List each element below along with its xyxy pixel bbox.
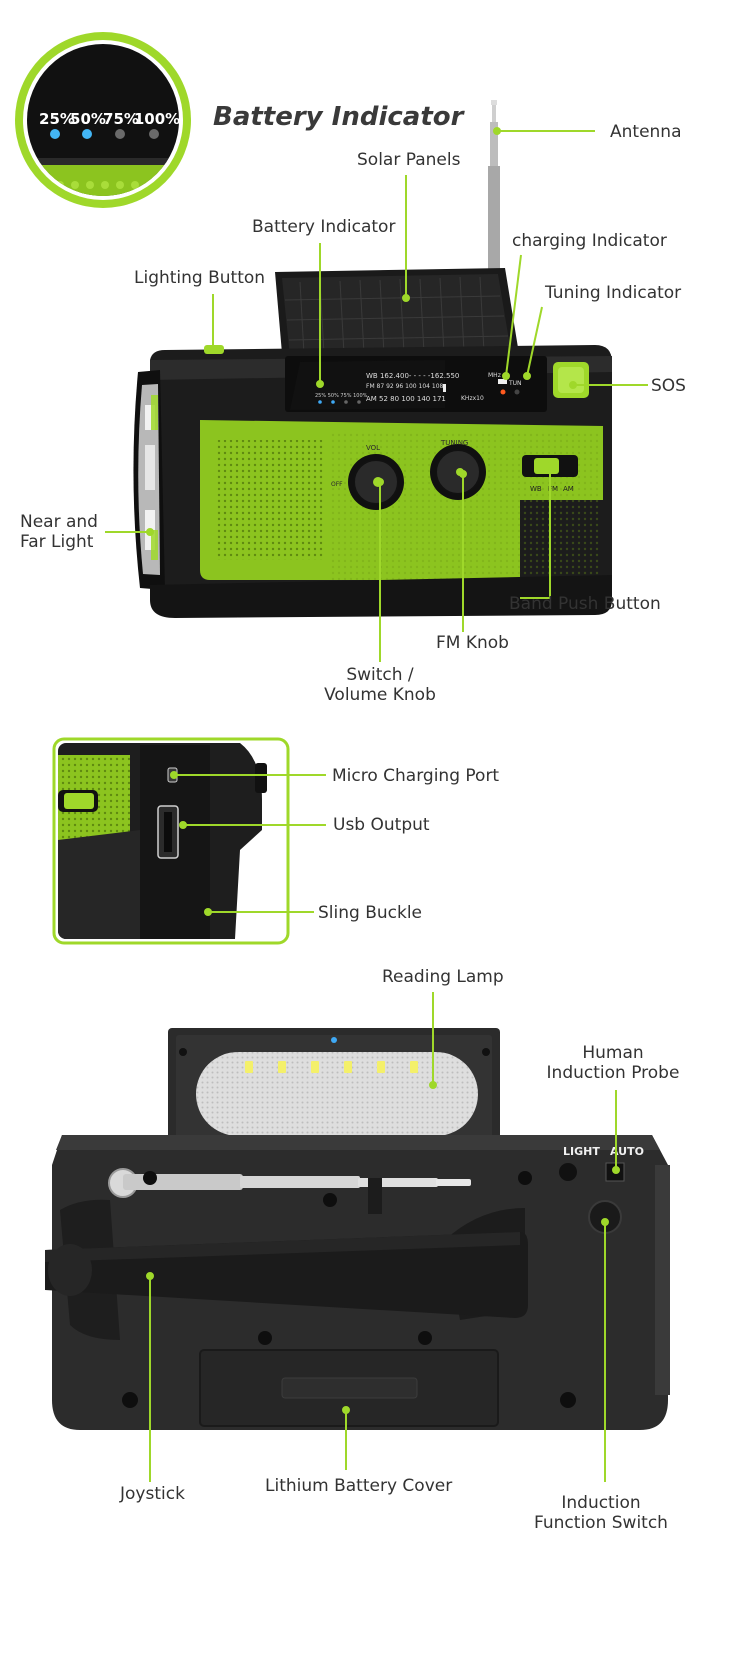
battery-led-3 <box>115 129 125 139</box>
sos-button[interactable] <box>553 362 589 398</box>
label-reading-lamp: Reading Lamp <box>382 967 504 987</box>
battery-indicator-inset: 25% 50% 75% 100% <box>15 32 191 208</box>
antenna <box>488 100 500 276</box>
status-indicators: TUN <box>498 379 522 395</box>
svg-text:TUNING: TUNING <box>440 439 468 447</box>
label-near-far-light-2: Far Light <box>20 532 94 552</box>
side-leader-lines <box>170 771 326 913</box>
lithium-battery-cover <box>199 1349 499 1427</box>
label-battery-indicator: Battery Indicator <box>252 217 396 237</box>
svg-text:WB 162.400- - - - -162.550: WB 162.400- - - - -162.550 <box>366 372 459 380</box>
svg-text:VOL: VOL <box>366 444 380 452</box>
label-charging-indicator: charging Indicator <box>512 231 667 251</box>
svg-text:AM 52 80 100 140 171: AM 52 80 100 140 171 <box>366 395 446 403</box>
battery-led-4 <box>149 129 159 139</box>
svg-text:25% 50% 75% 100%: 25% 50% 75% 100% <box>315 393 368 399</box>
speaker-grille <box>215 440 325 560</box>
near-far-light <box>133 370 165 590</box>
top-leader-lines <box>105 127 648 662</box>
label-lighting-button: Lighting Button <box>134 268 266 288</box>
svg-text:FM: FM <box>548 485 558 493</box>
label-tuning-indicator: Tuning Indicator <box>545 283 682 303</box>
label-switch-volume-2: Volume Knob <box>324 685 436 705</box>
svg-text:OFF: OFF <box>331 481 343 488</box>
battery-indicator-title: Battery Indicator <box>213 102 464 132</box>
label-sos: SOS <box>651 376 686 396</box>
battery-led-row <box>50 129 159 139</box>
svg-text:MHz: MHz <box>488 372 501 379</box>
svg-text:KHzx10: KHzx10 <box>461 395 484 402</box>
battery-led-2 <box>82 129 92 139</box>
label-fm-knob: FM Knob <box>436 633 509 653</box>
label-antenna: Antenna <box>610 122 682 142</box>
svg-text:WB: WB <box>530 485 542 493</box>
label-solar-panels: Solar Panels <box>357 150 461 170</box>
battery-level-25: 25% <box>39 110 75 128</box>
label-near-far-light-1: Near and <box>20 512 98 532</box>
label-micro-charging-port: Micro Charging Port <box>332 766 500 786</box>
tuning-dial: WB 162.400- - - - -162.550 MHz FM 87 92 … <box>290 360 501 410</box>
svg-text:FM 87 92 96 100 104 108: FM 87 92 96 100 104 108 <box>366 383 444 390</box>
battery-level-50: 50% <box>70 110 106 128</box>
back-screws <box>122 1171 576 1408</box>
radio-front-view: WB 162.400- - - - -162.550 MHz FM 87 92 … <box>133 100 612 618</box>
label-usb-output: Usb Output <box>333 815 430 835</box>
label-sling-buckle: Sling Buckle <box>318 903 423 923</box>
light-label: LIGHT <box>563 1145 600 1158</box>
reading-lamp <box>168 1028 500 1168</box>
hand-crank[interactable] <box>45 1199 528 1340</box>
label-human-probe-2: Induction Probe <box>546 1063 680 1083</box>
label-lithium-battery-cover: Lithium Battery Cover <box>265 1476 453 1496</box>
battery-led-1 <box>50 129 60 139</box>
auto-label: AUTO <box>610 1145 644 1158</box>
fm-tuning-knob[interactable]: TUNING <box>430 439 486 500</box>
label-human-probe-1: Human <box>582 1043 644 1063</box>
battery-level-75: 75% <box>103 110 139 128</box>
label-induction-switch-1: Induction <box>561 1493 641 1513</box>
svg-text:AM: AM <box>563 485 574 493</box>
battery-level-100: 100% <box>134 110 180 128</box>
label-induction-switch-2: Function Switch <box>534 1513 668 1533</box>
label-joystick: Joystick <box>120 1484 185 1504</box>
solar-panel <box>275 268 520 365</box>
label-band-push-button: Band Push Button <box>509 594 661 614</box>
back-leader-lines <box>146 992 620 1482</box>
label-switch-volume-1: Switch / <box>346 665 414 685</box>
radio-back-view: LIGHT AUTO <box>45 1028 670 1430</box>
svg-text:TUN: TUN <box>508 380 522 387</box>
